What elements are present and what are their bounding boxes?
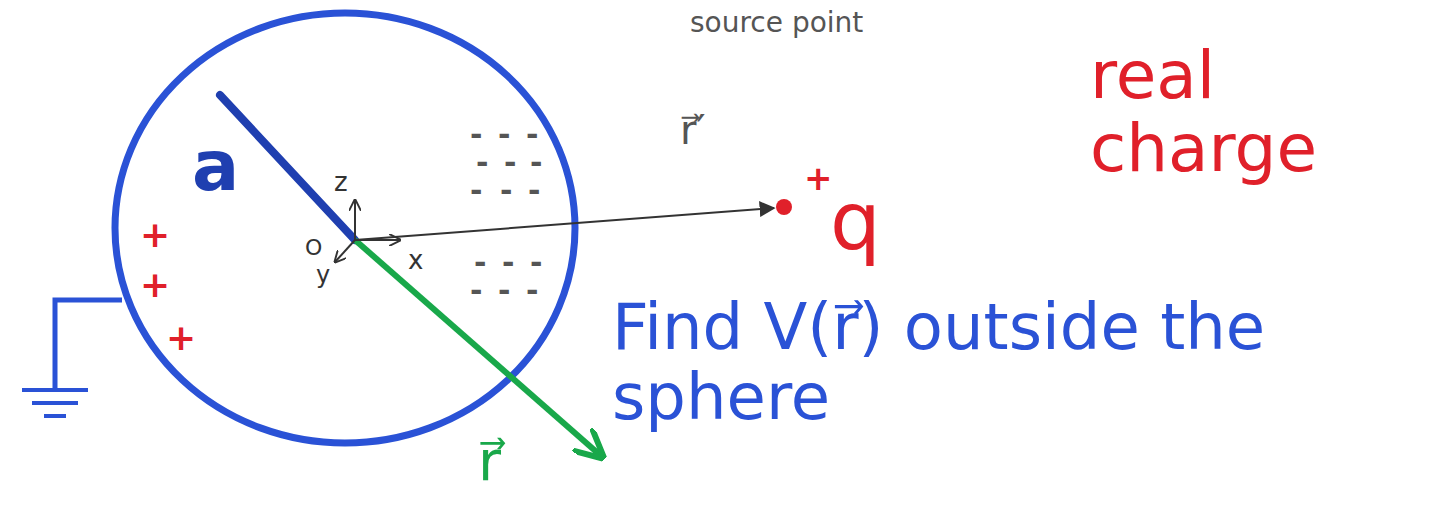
induced-charge-sign: - (528, 176, 540, 206)
vector-symbol: r⃗′ (680, 108, 706, 152)
origin-label: O (305, 236, 322, 260)
induced-charge-sign: - (526, 120, 538, 150)
induced-charge-sign: - (474, 248, 486, 278)
induced-charge-sign: - (470, 120, 482, 150)
induced-charge-sign: - (476, 148, 488, 178)
y-axis (335, 240, 355, 262)
axis-label: z (334, 168, 348, 197)
charge-symbol: q (830, 178, 881, 266)
source-point-note: source point (690, 8, 863, 39)
source-vector (355, 208, 774, 240)
induced-charge-sign: + (140, 265, 170, 305)
induced-charge-sign: - (470, 176, 482, 206)
induced-charge-sign: - (530, 248, 542, 278)
induced-charge-sign: + (166, 318, 196, 358)
induced-charge-sign: - (498, 276, 510, 306)
axis-label: x (408, 246, 423, 275)
induced-charge-sign: - (498, 120, 510, 150)
induced-charge-sign: - (500, 176, 512, 206)
ground-symbol (22, 390, 88, 416)
x-axis (355, 239, 400, 241)
charge-note: real charge (1090, 40, 1390, 185)
induced-charge-sign: + (140, 215, 170, 255)
task-note: Find V(r⃗) outside the sphere (612, 292, 1392, 433)
ground-wire (55, 300, 122, 388)
vector-symbol: r⃗ (478, 430, 501, 492)
axis-label: y (316, 262, 330, 288)
z-axis (354, 200, 356, 240)
induced-charge-sign: - (530, 148, 542, 178)
induced-charge-sign: - (526, 276, 538, 306)
field-vector (355, 240, 600, 455)
induced-charge-sign: - (502, 248, 514, 278)
radius-line (220, 95, 355, 240)
charge-dot (776, 199, 792, 215)
induced-charge-sign: - (470, 276, 482, 306)
radius-symbol: a (192, 128, 239, 205)
charge-sign: + (804, 160, 833, 197)
induced-charge-sign: - (504, 148, 516, 178)
